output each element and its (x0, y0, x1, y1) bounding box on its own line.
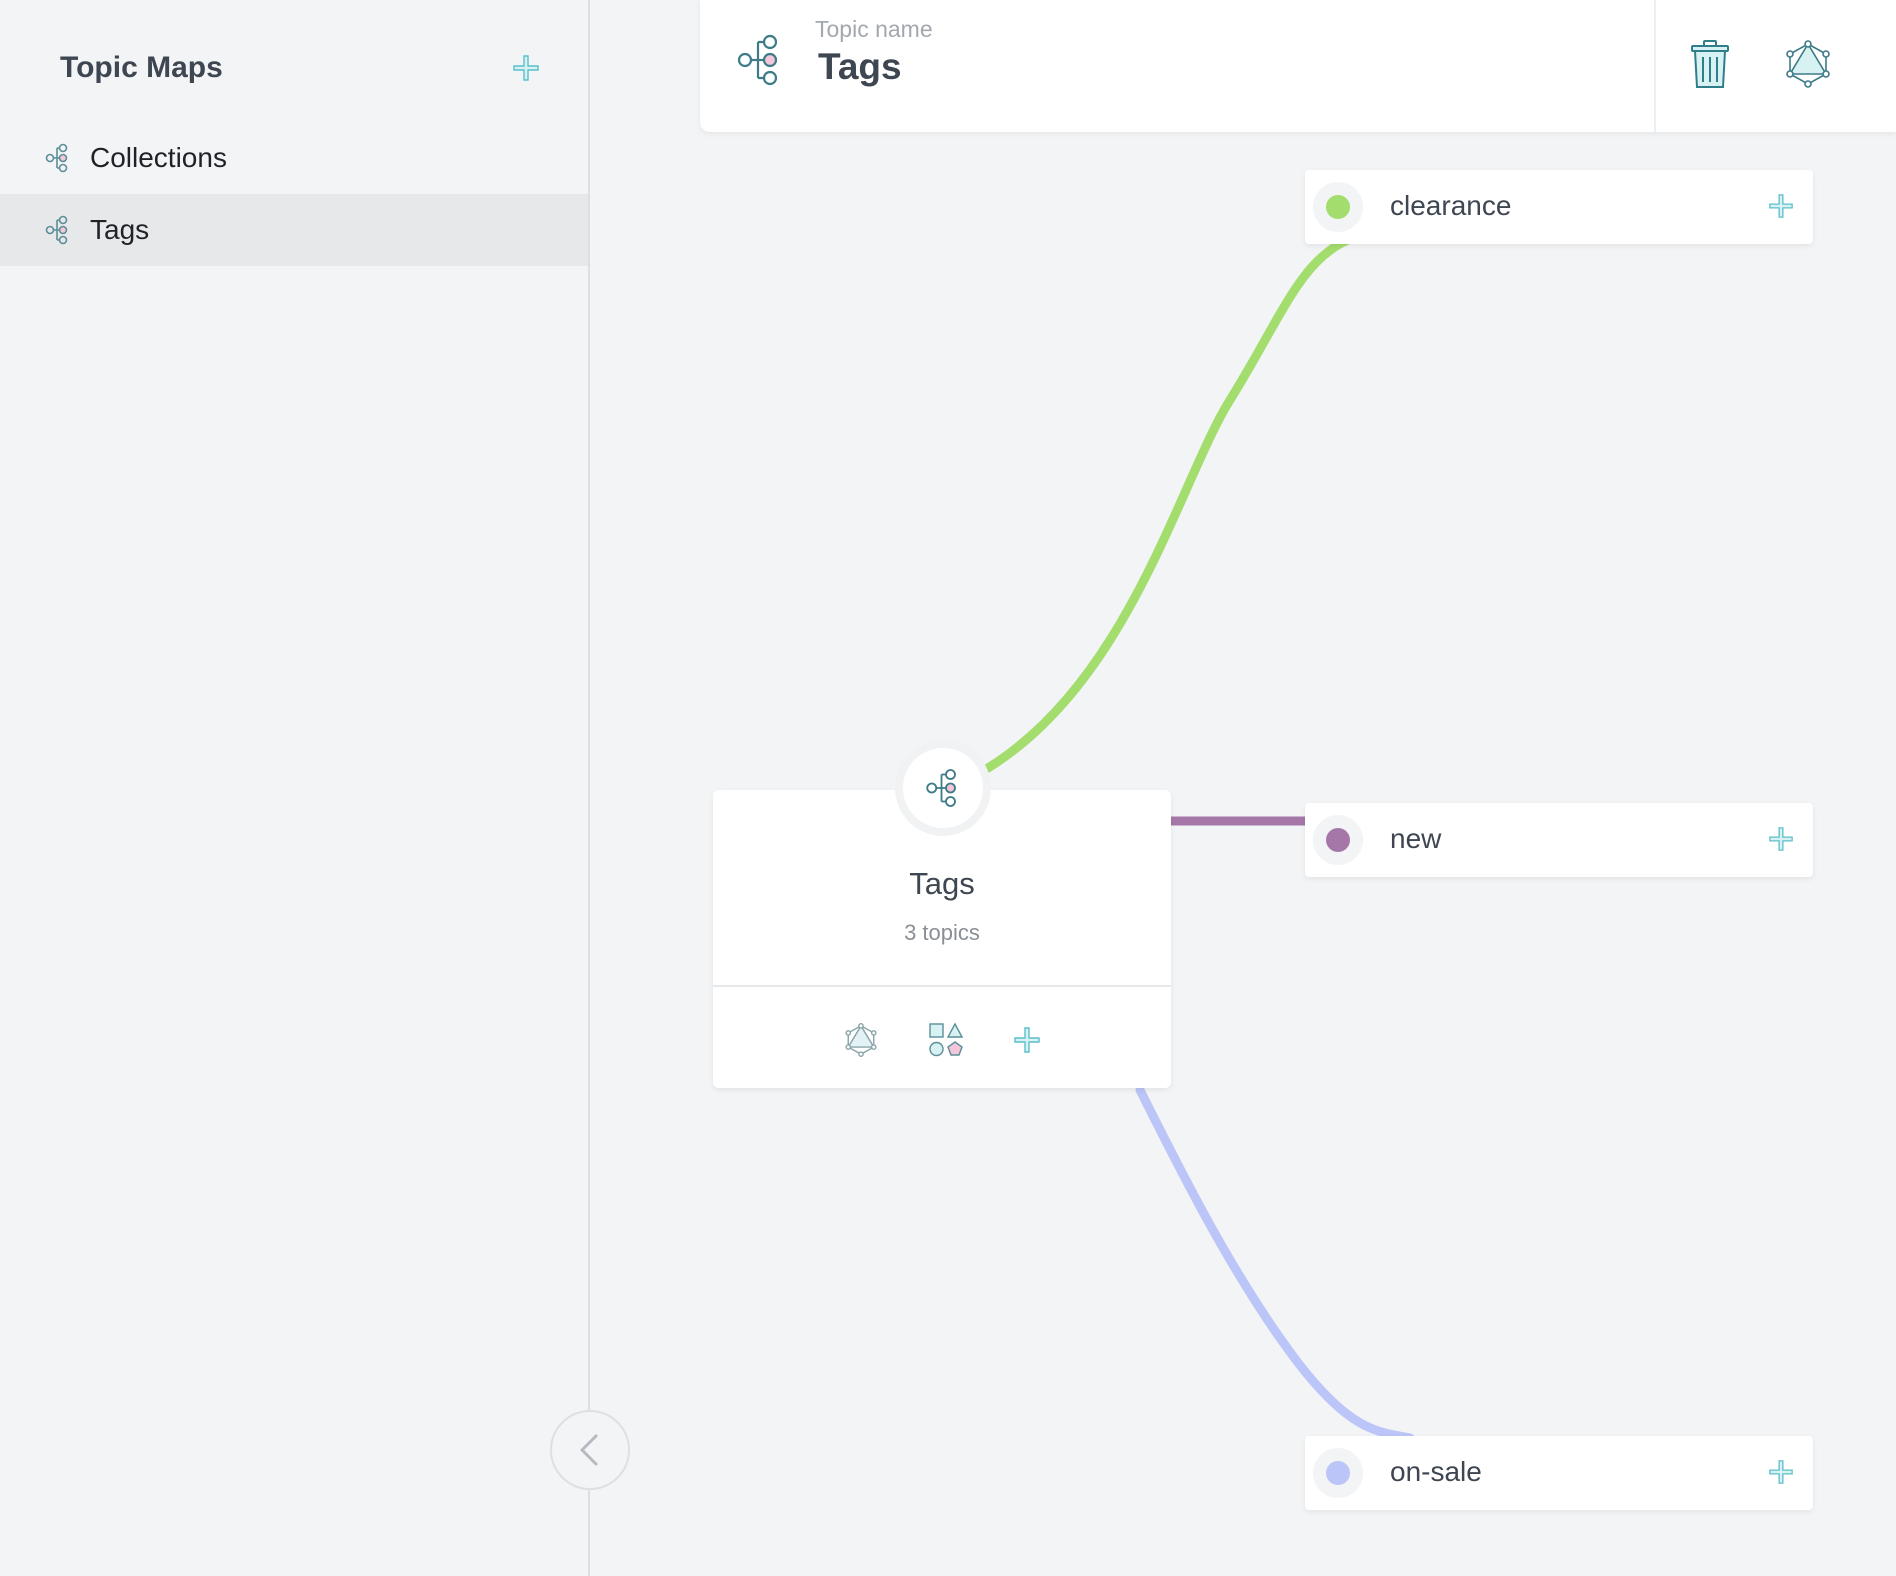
topic-card-on-sale[interactable]: on-sale (1305, 1436, 1813, 1510)
add-subtopic-button[interactable] (1765, 823, 1797, 855)
node-graphql-button[interactable] (841, 1020, 881, 1060)
node-title: Tags (909, 866, 975, 901)
sidebar-title: Topic Maps (60, 51, 223, 84)
plus-icon (513, 55, 539, 81)
node-shapes-button[interactable] (926, 1020, 966, 1060)
sidebar-item-collections[interactable]: Collections (0, 122, 588, 194)
topic-map-icon (895, 740, 991, 836)
sidebar: Topic Maps Collections (0, 0, 590, 1576)
sidebar-item-tags[interactable]: Tags (0, 194, 588, 266)
plus-icon (1769, 1460, 1793, 1484)
graphql-icon (1786, 40, 1830, 88)
topic-color-dot (1313, 182, 1363, 232)
plus-icon (1769, 827, 1793, 851)
collapse-sidebar-button[interactable] (550, 1410, 630, 1490)
topic-label: new (1390, 823, 1442, 854)
topic-map-node[interactable]: Tags 3 topics (713, 790, 1171, 1088)
add-topic-map-button[interactable] (508, 50, 544, 86)
graphql-button[interactable] (1784, 40, 1832, 88)
node-add-button[interactable] (1007, 1020, 1047, 1060)
topic-map-icon (42, 214, 74, 246)
topic-label: clearance (1390, 190, 1512, 221)
plus-icon (1014, 1027, 1040, 1053)
connector-on-sale (1135, 1085, 1415, 1443)
sidebar-item-label: Collections (90, 142, 227, 173)
topic-card-clearance[interactable]: clearance (1305, 170, 1813, 244)
add-subtopic-button[interactable] (1765, 1456, 1797, 1488)
sidebar-item-label: Tags (90, 214, 150, 245)
topic-map-icon (42, 142, 74, 174)
node-topic-count: 3 topics (904, 920, 980, 945)
topic-card-new[interactable]: new (1305, 803, 1813, 877)
divider (713, 985, 1171, 987)
chevron-left-icon (580, 1434, 598, 1466)
trash-icon (1691, 40, 1729, 88)
topic-color-dot (1313, 815, 1363, 865)
topic-name-label: Topic name (815, 16, 933, 42)
add-subtopic-button[interactable] (1765, 190, 1797, 222)
topic-header: Topic name Tags (700, 0, 1896, 132)
sidebar-header: Topic Maps (60, 50, 550, 90)
topic-label: on-sale (1390, 1456, 1482, 1487)
graphql-icon (845, 1023, 877, 1057)
topic-map-icon (736, 32, 784, 88)
shapes-icon (929, 1022, 964, 1057)
topic-color-dot (1313, 1448, 1363, 1498)
connector-clearance (983, 235, 1353, 773)
topic-name-value[interactable]: Tags (818, 46, 902, 87)
divider (1654, 0, 1656, 132)
delete-button[interactable] (1686, 40, 1734, 90)
plus-icon (1769, 194, 1793, 218)
